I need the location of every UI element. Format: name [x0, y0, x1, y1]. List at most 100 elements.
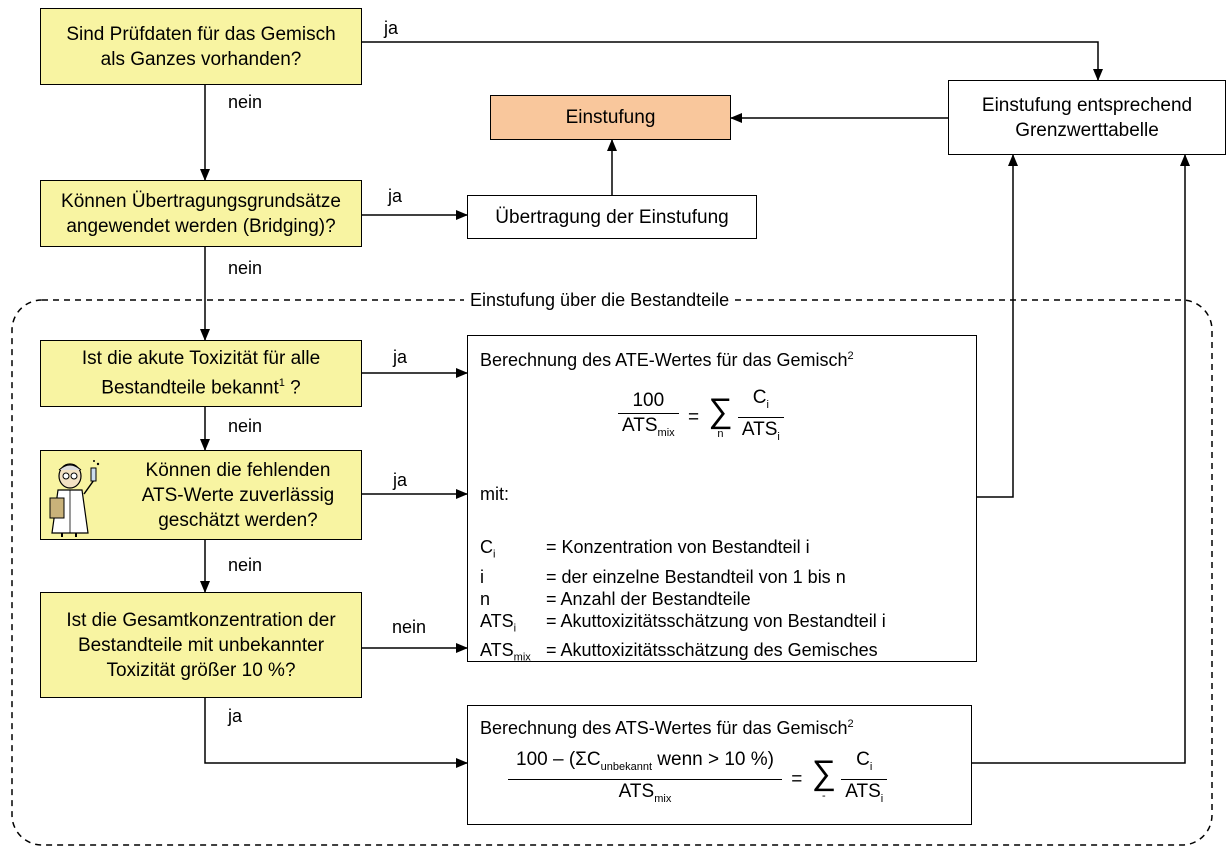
group-border — [11, 299, 1213, 846]
ate-right-num-sub: i — [766, 398, 769, 411]
ats-equals: = — [791, 768, 803, 790]
q2-line2: angewendet werden (Bridging)? — [66, 215, 336, 237]
ate-left-den-sub: mix — [657, 427, 675, 440]
ats-right-num-sub: i — [869, 760, 873, 773]
ats-left-num: 100 – (ΣCunbekannt wenn > 10 %) — [508, 748, 783, 780]
label-q3-ja: ja — [393, 347, 408, 367]
ate-right-num-text: C — [752, 387, 767, 408]
question-bridging[interactable]: Können Übertragungsgrundsätze angewendet … — [40, 180, 362, 247]
label-q5-ja: ja — [228, 706, 243, 726]
def-desc: = Konzentration von Bestandteil i — [546, 537, 810, 557]
def-desc: = Akuttoxizitätsschätzung von Bestandtei… — [546, 610, 886, 631]
ats-right-num-text: C — [856, 749, 870, 770]
ats-left-den: ATSmix — [508, 780, 782, 811]
ats-sigma: ∑- — [812, 756, 836, 802]
def-sym-text: n — [480, 588, 491, 609]
def-desc: = Anzahl der Bestandteile — [546, 588, 751, 609]
ats-right-fraction: Ci ATSi — [841, 748, 888, 811]
label-q2-ja: ja — [388, 186, 403, 206]
ate-right-fraction: Ci ATSi — [737, 386, 784, 449]
ats-calculation-box[interactable]: Berechnung des ATS-Wertes für das Gemisc… — [467, 705, 972, 825]
q4-line1: Können die fehlenden — [145, 459, 331, 481]
label-q4-ja: ja — [393, 470, 408, 490]
ate-title-footnote: 2 — [847, 350, 854, 362]
ate-sigma-glyph: ∑ — [708, 392, 733, 431]
q3-footnote: 1 — [278, 377, 285, 390]
ats-title-text: Berechnung des ATS-Wertes für das Gemisc… — [480, 718, 848, 738]
definition-row: ATSi = Akuttoxizitätsschätzung von Bestan… — [480, 610, 886, 640]
ate-mit: mit: — [480, 484, 509, 504]
q2-line1: Können Übertragungsgrundsätze — [61, 190, 341, 212]
q3-line1: Ist die akute Toxizität für alle — [81, 348, 321, 370]
label-q1-ja: ja — [384, 18, 399, 38]
ats-title: Berechnung des ATS-Wertes für das Gemisc… — [480, 712, 854, 741]
ats-left-den-sub: mix — [654, 792, 672, 805]
q5-line1: Ist die Gesamtkonzentration der — [66, 609, 336, 631]
ate-calculation-panel: Berechnung des ATE-Wertes für das Gemisc… — [467, 335, 977, 664]
question-test-data[interactable]: Sind Prüfdaten für das Gemisch als Ganzes… — [40, 8, 362, 85]
def-desc: = der einzelne Bestandteil von 1 bis n — [546, 566, 846, 587]
ate-title-text: Berechnung des ATE-Wertes für das Gemisc… — [480, 350, 848, 370]
q1-line2: als Ganzes vorhanden? — [100, 48, 302, 70]
def-symbol: n — [480, 588, 546, 610]
q3-end: ? — [284, 377, 301, 399]
ats-sigma-sub: - — [821, 790, 826, 803]
group-title: Einstufung über die Bestandteile — [464, 290, 736, 311]
ate-title: Berechnung des ATE-Wertes für das Gemisc… — [480, 344, 854, 373]
def-sym-text: ATS — [480, 610, 514, 631]
edge-q5-ja — [204, 698, 468, 768]
def-symbol: Ci — [480, 536, 546, 566]
def-sym-sub: i — [513, 622, 517, 635]
bridging-transfer-box[interactable]: Übertragung der Einstufung — [467, 195, 757, 239]
ats-left-den-text: ATS — [618, 780, 655, 802]
ate-right-num: Ci — [737, 386, 784, 418]
def-symbol: ATSmix — [480, 639, 546, 669]
ats-title-footnote: 2 — [847, 718, 854, 730]
ats-right-den-sub: i — [880, 792, 884, 805]
ate-definitions: Ci= Konzentration von Bestandteil i i= d… — [480, 536, 886, 669]
ats-right-num: Ci — [841, 748, 888, 780]
ate-formula: 100 ATSmix = ∑n Ci ATSi — [618, 386, 784, 449]
grenzwert-line2: Grenzwerttabelle — [1015, 119, 1159, 141]
label-q3-nein: nein — [228, 416, 263, 436]
ate-left-num: 100 — [618, 389, 679, 415]
definition-row: i = der einzelne Bestandteil von 1 bis n — [480, 566, 886, 588]
label-q4-nein: nein — [228, 555, 263, 575]
ats-right-den-text: ATS — [845, 780, 881, 802]
label-q1-nein: nein — [228, 92, 263, 112]
q3-line2: Bestandteile bekannt — [101, 377, 279, 399]
definition-row: Ci= Konzentration von Bestandteil i — [480, 536, 886, 566]
ats-sigma-glyph: ∑ — [811, 754, 836, 793]
ate-sigma-sub: n — [717, 428, 724, 441]
grenzwert-line1: Einstufung entsprechend — [981, 94, 1193, 116]
ate-right-den-sub: i — [777, 430, 780, 443]
ate-right-den-text: ATS — [741, 418, 778, 440]
q5-line2: Bestandteile mit unbekannter — [77, 634, 325, 656]
ate-left-den-text: ATS — [622, 415, 658, 437]
ats-num-sub: unbekannt — [600, 760, 653, 773]
definition-row: ATSmix= Akuttoxizitätsschätzung des Gemi… — [480, 639, 886, 669]
def-sym-text: ATS — [480, 640, 514, 661]
scientist-icon — [49, 460, 100, 537]
ate-right-den: ATSi — [738, 418, 784, 449]
q5-line3: Toxizität größer 10 %? — [106, 659, 296, 681]
def-sym-text: i — [480, 566, 484, 587]
ats-num-b: wenn > 10 %) — [652, 749, 775, 770]
ats-num-a: 100 – (ΣC — [516, 749, 601, 770]
label-q5-nein: nein — [392, 617, 427, 637]
ate-sigma: ∑n — [708, 394, 732, 440]
ats-formula: 100 – (ΣCunbekannt wenn > 10 %) ATSmix =… — [508, 748, 888, 811]
label-q2-nein: nein — [228, 258, 263, 278]
q1-line1: Sind Prüfdaten für das Gemisch — [66, 23, 336, 45]
q4-line3: geschätzt werden? — [158, 509, 318, 531]
classification-result-box[interactable]: Einstufung — [490, 95, 731, 140]
q4-line2: ATS-Werte zuverlässig — [141, 484, 335, 506]
def-sym-text: C — [480, 537, 493, 557]
definition-row: n = Anzahl der Bestandteile — [480, 588, 886, 610]
edge-q1-ja — [362, 41, 1103, 81]
ats-left-fraction: 100 – (ΣCunbekannt wenn > 10 %) ATSmix — [508, 748, 783, 811]
